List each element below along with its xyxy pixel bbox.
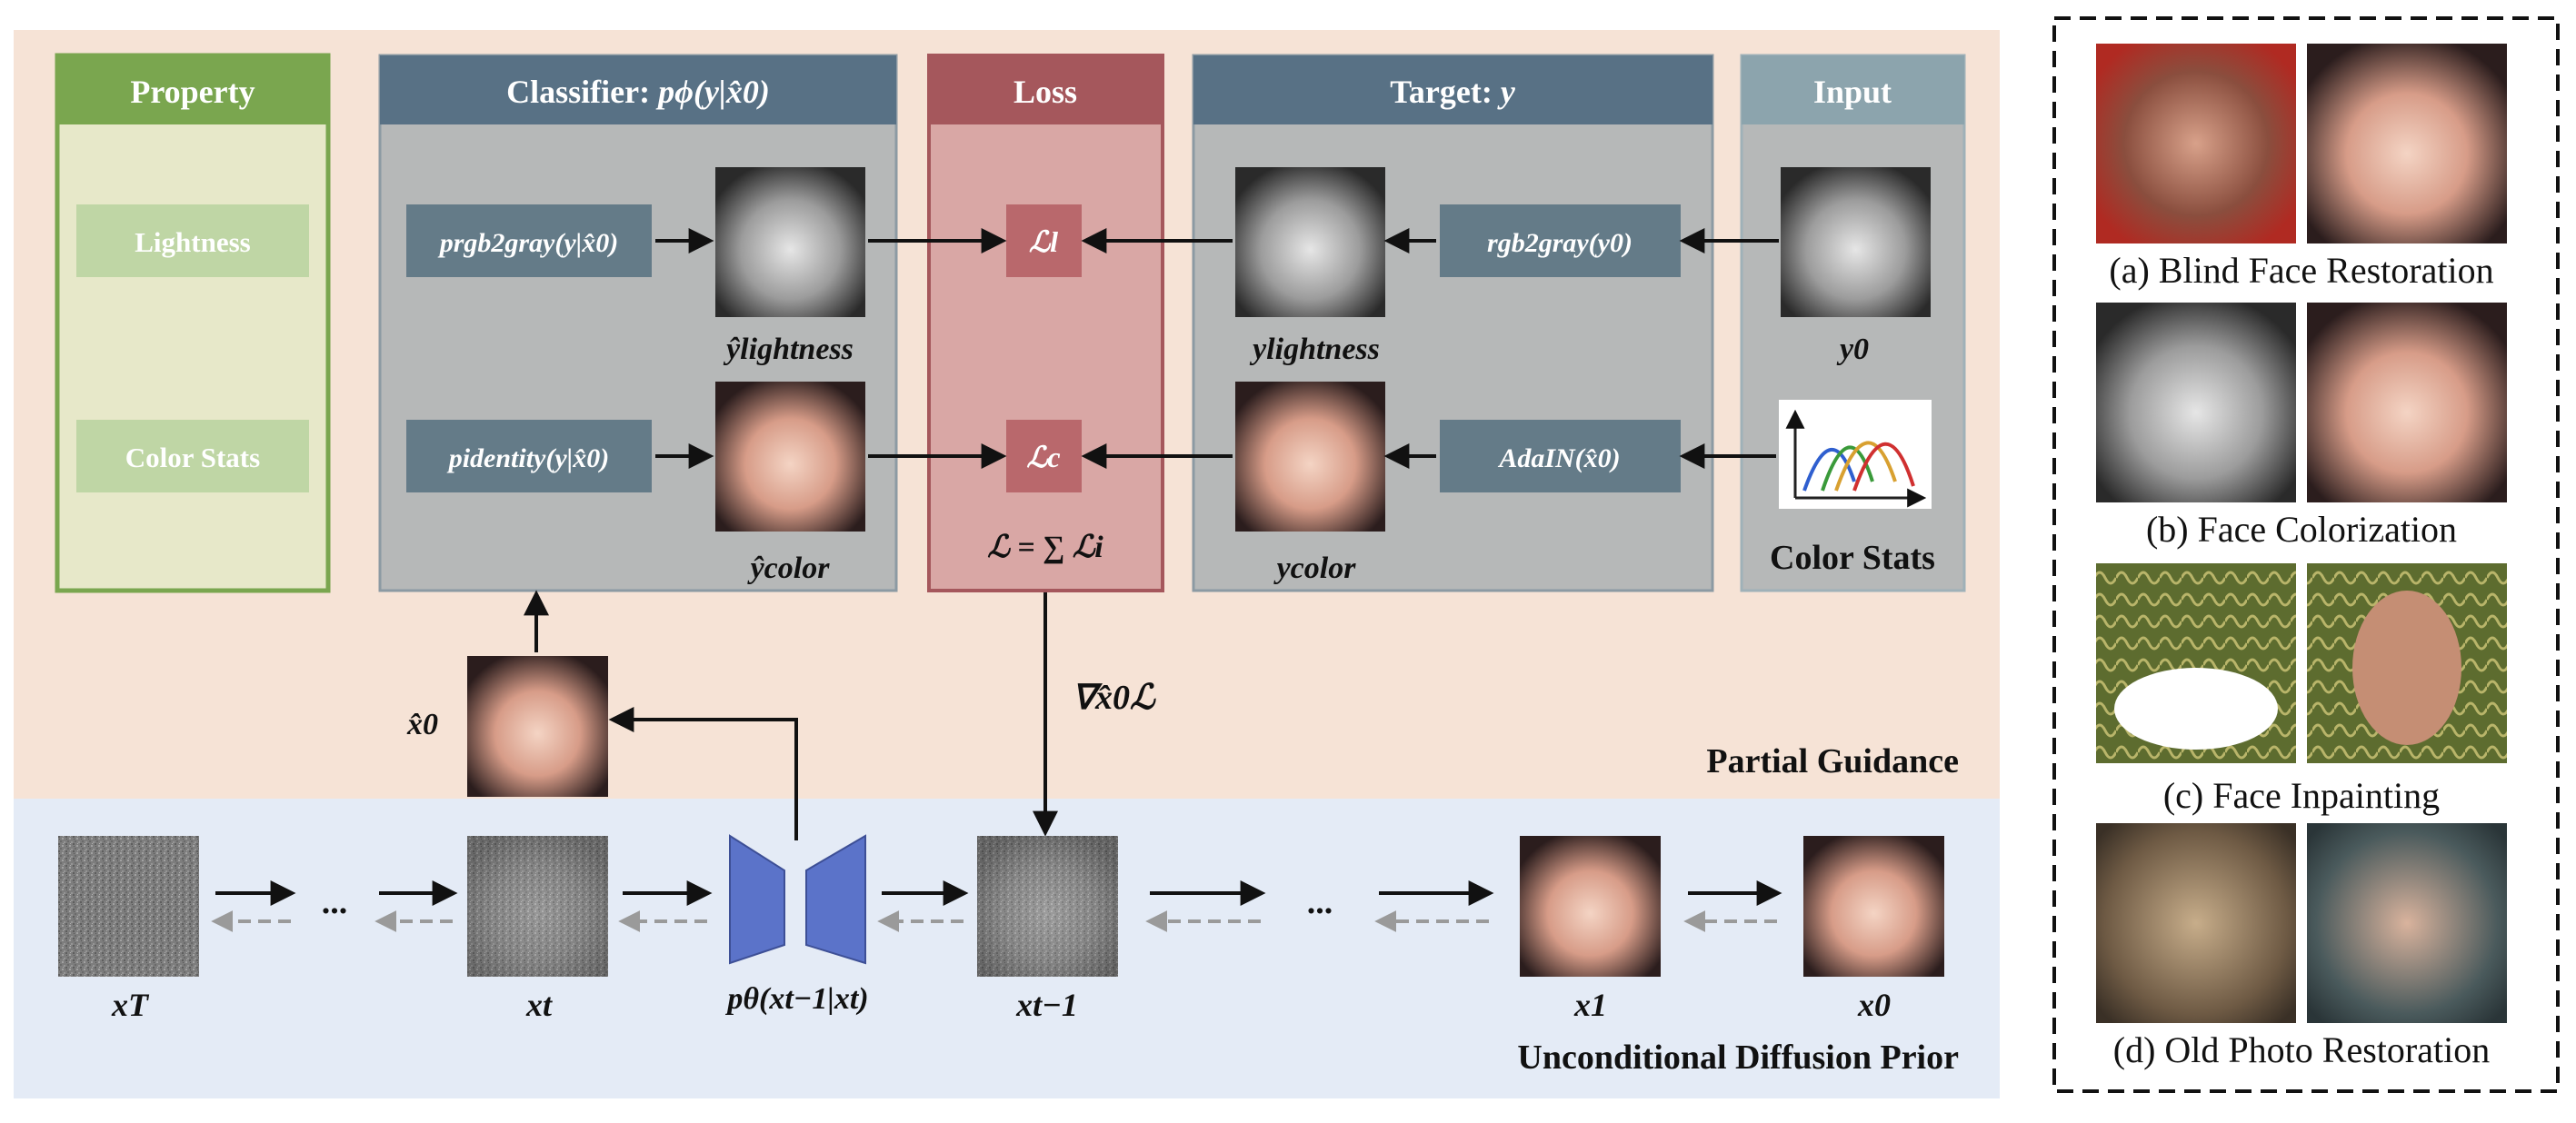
target-title: Target: y (1390, 74, 1516, 110)
classifier-func-color: pidentity(y|x̂0) (446, 443, 610, 473)
xt-minus-1-label: xt−1 (1015, 987, 1078, 1023)
y-lightness-label: ylightness (1249, 333, 1380, 366)
ellipsis-right: ... (1307, 883, 1333, 921)
y-hat-color-label: ŷcolor (747, 552, 831, 585)
diffusion-pipeline: ... ... xT xt pθ(xt−1|xt) xt−1 x1 x0 (58, 834, 1944, 1023)
classifier-func-lightness: prgb2gray(y|x̂0) (437, 228, 619, 258)
property-panel: Property Lightness Color Stats (55, 53, 331, 593)
color-stats-chart-icon (1779, 400, 1932, 509)
gradient-label: ∇x̂0ℒ (1073, 679, 1156, 717)
guidance-arrows (524, 228, 1779, 840)
loss-term-lightness: ℒl (1029, 225, 1058, 258)
example-a-output-image (2307, 44, 2507, 243)
xt-label: xt (525, 987, 553, 1023)
loss-total: ℒ = ∑ ℒi (987, 531, 1103, 564)
loss-title: Loss (1013, 74, 1077, 110)
face-image-x0 (1803, 836, 1944, 977)
unet-label: pθ(xt−1|xt) (724, 982, 868, 1016)
y0-label: y0 (1836, 333, 1869, 366)
classifier-panel: Classifier: pϕ(y|x̂0) prgb2gray(y|x̂0) p… (378, 54, 898, 592)
input-title: Input (1813, 74, 1892, 110)
color-stats-label: Color Stats (1770, 539, 1935, 577)
diffusion-prior-title: Unconditional Diffusion Prior (1517, 1039, 1959, 1077)
x1-label: x1 (1573, 987, 1607, 1023)
example-b-input-image (2096, 303, 2296, 502)
target-panel: Target: y ylightness ycolor rgb2gray(y0)… (1192, 54, 1714, 592)
partial-guidance-title: Partial Guidance (1706, 742, 1959, 780)
examples-panel: (a) Blind Face Restoration (b) Face Colo… (2052, 16, 2560, 1093)
y-color-label: ycolor (1273, 552, 1357, 585)
loss-panel: Loss ℒl ℒc ℒ = ∑ ℒi (927, 54, 1164, 592)
face-image-gray-target (1235, 167, 1385, 317)
example-caption-a: (a) Blind Face Restoration (2109, 250, 2493, 291)
classifier-title: Classifier: pϕ(y|x̂0) (506, 74, 770, 110)
target-func-adain: AdaIN(x̂0) (1497, 443, 1620, 473)
example-d-output-image (2307, 823, 2507, 1023)
example-b-output-image (2307, 303, 2507, 502)
noise-image-xT (58, 836, 199, 977)
input-panel: Input y0 Color Stats (1740, 54, 1966, 592)
face-image-x0-hat (467, 656, 608, 797)
face-image-color-target (1235, 382, 1385, 532)
x0-hat-label: x̂0 (406, 708, 438, 741)
loss-term-color: ℒc (1026, 441, 1060, 473)
face-image-color-output (715, 382, 865, 532)
example-caption-d: (d) Old Photo Restoration (2113, 1029, 2490, 1070)
example-caption-c: (c) Face Inpainting (2163, 775, 2440, 816)
unet-icon (729, 834, 866, 965)
xT-label: xT (111, 987, 150, 1023)
x0-label: x0 (1857, 987, 1891, 1023)
face-image-gray-output (715, 167, 865, 317)
property-item-color-stats: Color Stats (125, 442, 260, 473)
property-item-lightness: Lightness (135, 226, 250, 258)
face-image-input (1781, 167, 1931, 317)
property-title: Property (130, 74, 255, 110)
face-image-x1 (1520, 836, 1661, 977)
example-a-input-image (2096, 44, 2296, 243)
ellipsis-left: ... (322, 883, 348, 921)
target-func-rgb2gray: rgb2gray(y0) (1487, 228, 1632, 258)
example-d-input-image (2096, 823, 2296, 1023)
y-hat-lightness-label: ŷlightness (723, 333, 854, 366)
example-caption-b: (b) Face Colorization (2146, 509, 2457, 550)
